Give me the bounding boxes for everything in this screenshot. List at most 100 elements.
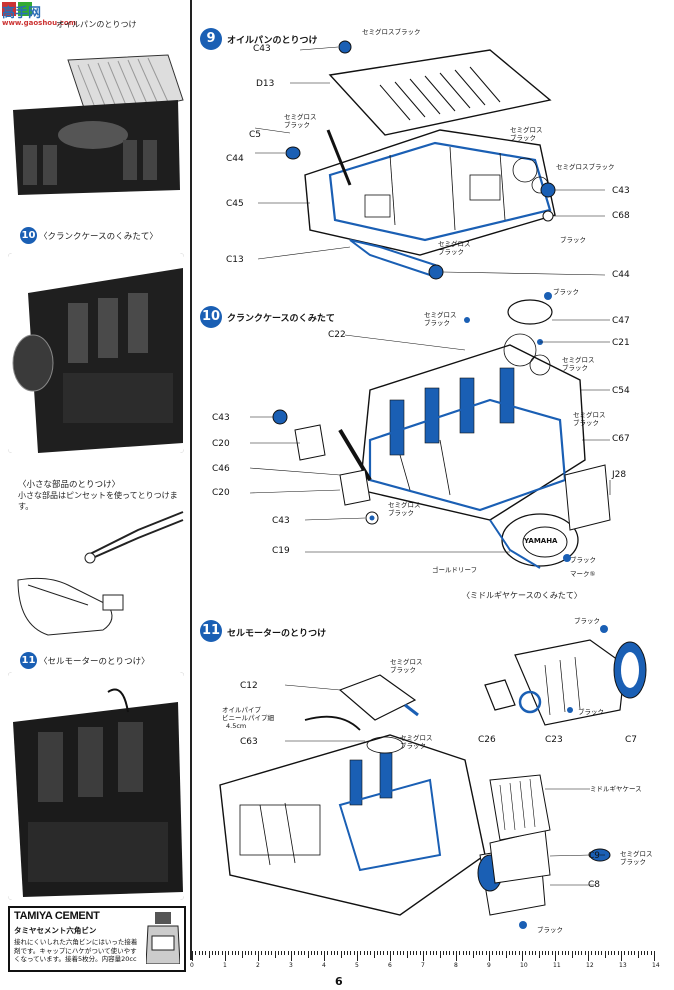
ruler-tick — [502, 951, 504, 955]
ruler-tick — [505, 951, 507, 958]
ruler-tick — [264, 951, 266, 955]
ruler-tick — [267, 951, 269, 955]
ruler-tick — [456, 951, 457, 961]
ruler-tick — [588, 951, 589, 961]
ruler-tick — [363, 951, 365, 955]
ruler-tick — [492, 951, 494, 955]
ruler-tick — [469, 951, 471, 955]
engine-photo-1 — [13, 54, 184, 195]
ruler-tick — [317, 951, 319, 955]
part-c19: C19 — [272, 546, 290, 556]
ruler-tick — [360, 951, 362, 955]
ruler-tick — [294, 951, 296, 955]
ruler-tick — [482, 951, 484, 955]
ruler-tick — [231, 951, 233, 955]
label-gold-leaf: ゴールドリーフ — [432, 566, 478, 574]
ruler-number: 13 — [619, 962, 627, 969]
ruler-tick — [234, 951, 236, 955]
ruler-tick — [284, 951, 286, 955]
ruler-tick — [205, 951, 207, 955]
ruler-tick — [376, 951, 378, 955]
ruler-tick — [416, 951, 418, 955]
ruler-tick — [574, 951, 576, 955]
ruler-tick — [300, 951, 302, 955]
note-black-s10-2: ブラック — [424, 319, 450, 327]
ruler-number: 6 — [388, 962, 392, 969]
ruler-tick — [380, 951, 382, 955]
step9-oilpan-drawing — [254, 40, 606, 280]
logo-icon — [2, 2, 32, 16]
note-black-s11-3: ブラック — [400, 742, 426, 750]
ruler-tick — [333, 951, 335, 955]
ruler-tick — [617, 951, 619, 955]
ruler-tick — [403, 951, 405, 955]
ruler-tick — [221, 951, 223, 955]
ruler-tick — [304, 951, 306, 955]
ruler-number: 1 — [223, 962, 227, 969]
ruler-tick — [508, 951, 510, 955]
ruler-tick — [277, 951, 279, 955]
step10-left-title: 〈クランクケースのくみたて〉 — [39, 232, 158, 242]
ruler-tick — [568, 951, 570, 955]
note-semigloss-2: セミグロス — [510, 126, 543, 134]
ruler-tick — [594, 951, 596, 955]
ruler-tick — [591, 951, 593, 955]
ruler-tick — [218, 951, 220, 955]
ruler-tick — [439, 951, 441, 958]
engine-photo-3 — [8, 672, 184, 900]
ruler-tick — [413, 951, 415, 955]
ruler-tick — [541, 951, 543, 955]
ruler-tick — [251, 951, 253, 955]
part-c54: C54 — [612, 386, 630, 396]
note-semigloss-s10-2: セミグロス — [562, 356, 595, 364]
ruler-tick — [551, 951, 553, 955]
part-c21: C21 — [612, 338, 630, 348]
ruler-tick — [604, 951, 606, 958]
note-black-4: ブラック — [438, 248, 464, 256]
step10-crankcase-drawing — [249, 292, 611, 569]
ruler-tick — [489, 951, 490, 961]
logo-text: 高手网 — [2, 6, 42, 21]
step9-badge: 9 — [200, 28, 222, 50]
ruler-tick — [459, 951, 461, 955]
ruler-tick — [399, 951, 401, 955]
ruler-tick — [353, 951, 355, 955]
ruler-tick — [396, 951, 398, 955]
ruler-tick — [555, 951, 556, 961]
step10-badge: 10 — [200, 306, 222, 328]
ruler-tick — [548, 951, 550, 955]
ruler-tick — [436, 951, 438, 955]
part-c68: C68 — [612, 211, 630, 221]
ruler-tick — [522, 951, 523, 961]
ruler-tick — [370, 951, 372, 955]
note-black-s11-2: ブラック — [390, 666, 416, 674]
note-semigloss-black-1: セミグロスブラック — [362, 28, 421, 36]
ruler-tick — [498, 951, 500, 955]
ruler-tick — [621, 951, 622, 961]
ruler-tick — [357, 951, 358, 961]
ruler-tick — [383, 951, 385, 955]
note-black-s10-5: ブラック — [388, 509, 414, 517]
label-middle-gear-case: ミドルギヤケース — [590, 785, 642, 793]
part-c12: C12 — [240, 681, 258, 691]
column-divider — [190, 0, 192, 960]
ruler-tick — [393, 951, 395, 955]
label-oil-pipe: オイルパイプ — [222, 706, 261, 714]
label-length: 4.5cm — [226, 722, 247, 730]
ruler-tick — [630, 951, 632, 955]
site-logo: 高手网 www.gaoshou.com — [2, 2, 82, 32]
ruler-tick — [650, 951, 652, 955]
tweezers-illustration — [8, 510, 184, 640]
ruler-tick — [330, 951, 332, 955]
step9-title: オイルパンのとりつけ — [227, 36, 318, 46]
ruler-tick — [211, 951, 213, 955]
ruler-tick — [495, 951, 497, 955]
ruler-number: 10 — [520, 962, 528, 969]
step10-title: クランクケースのくみたて — [227, 314, 335, 324]
note-semigloss-s10-4: セミグロス — [388, 501, 421, 509]
ruler-tick — [225, 951, 226, 961]
ruler-tick — [545, 951, 547, 955]
note-black-s10-4: ブラック — [573, 419, 599, 427]
part-c43-step10-bottom: C43 — [272, 516, 290, 526]
